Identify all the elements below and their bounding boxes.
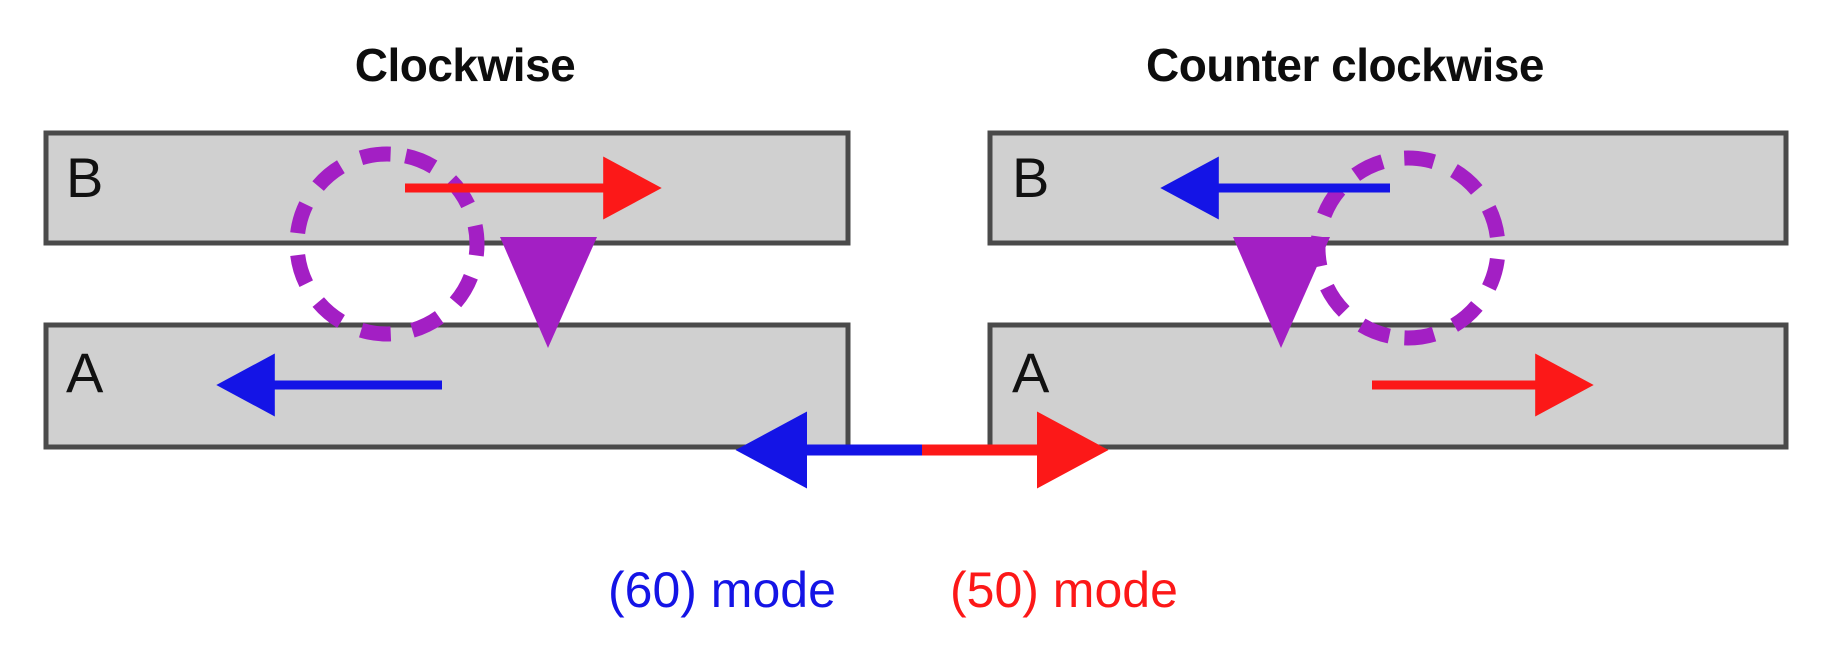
rotation-triangle-counter-clockwise [1233,237,1330,348]
legend-label-60-mode: (60) mode [608,562,836,618]
rotation-circle-clockwise [289,146,485,342]
panel-title-clockwise: Clockwise [354,39,576,91]
panel-clockwise [43,130,851,450]
bar-a-clockwise [43,322,851,450]
bar-b-clockwise [43,130,851,246]
panel-counter-clockwise [987,130,1789,450]
panel-title-counter-clockwise: Counter clockwise [1146,39,1544,91]
bar-label-b-counter-clockwise: B [1012,146,1050,209]
bar-label-a-counter-clockwise: A [1012,341,1050,404]
bar-label-a-clockwise: A [66,341,104,404]
legend-label-50-mode: (50) mode [950,562,1178,618]
rotation-circle-counter-clockwise [1310,150,1506,346]
bar-label-b-clockwise: B [66,146,104,209]
rotation-triangle-clockwise [500,237,597,348]
bar-a-counter-clockwise [987,322,1789,450]
bar-b-counter-clockwise [987,130,1789,246]
